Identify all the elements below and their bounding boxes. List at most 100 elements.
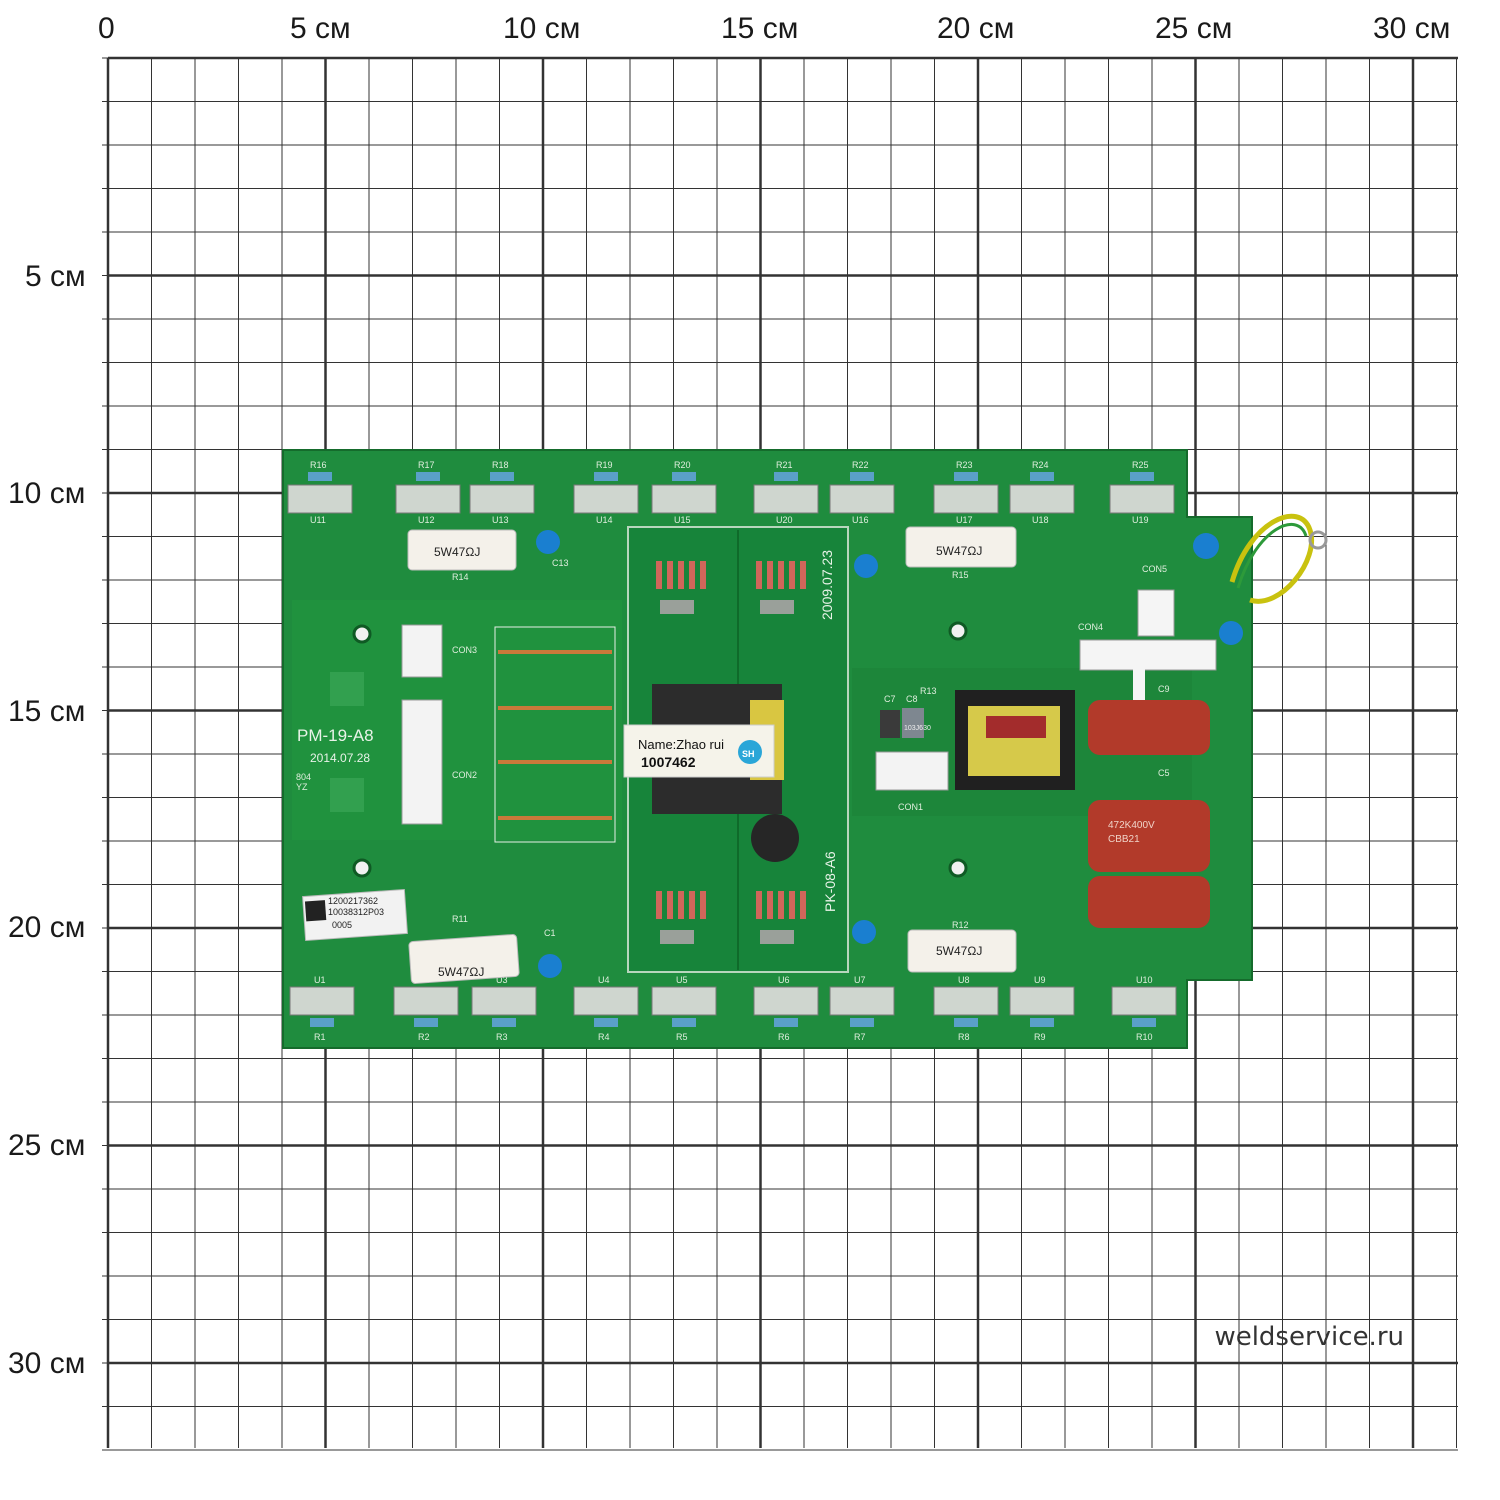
ceramic-capacitor [854, 554, 878, 578]
transistor-pad [829, 484, 895, 514]
resistor-r15-marking: 5W47ΩJ [936, 544, 982, 558]
transistor-pad [393, 986, 459, 1016]
ruler-left-20: 20 см [8, 911, 85, 944]
ruler-left-25: 25 см [8, 1129, 85, 1162]
mount-hole [948, 858, 968, 878]
connector-con5: CON5 [1133, 564, 1175, 706]
ruler-top-30: 30 см [1373, 12, 1450, 45]
top-unit-label: U17 [956, 515, 973, 525]
bottom-unit-label: U9 [1034, 975, 1046, 985]
transistor-pad [395, 484, 461, 514]
smd-resistor [672, 1018, 696, 1027]
label-c13: C13 [552, 558, 569, 568]
transistor-pad [933, 986, 999, 1016]
power-resistor-r11: R11 5W47ΩJ [408, 914, 520, 984]
smd-resistor [774, 1018, 798, 1027]
barcode-line-2: 10038312P03 [328, 907, 384, 917]
diode [689, 561, 695, 589]
diode [678, 561, 684, 589]
ruler-left-10: 10 см [8, 477, 85, 510]
label-c9: C9 [1158, 684, 1170, 694]
top-unit-label: U20 [776, 515, 793, 525]
ruler-top-20: 20 см [937, 12, 1014, 45]
ruler-top-0: 0 [98, 12, 115, 45]
ceramic-capacitor-c13: C13 [536, 530, 569, 568]
bottom-unit-label: U6 [778, 975, 790, 985]
top-unit-label: U12 [418, 515, 435, 525]
bottom-resistor-label: R5 [676, 1032, 688, 1042]
barcode-line-3: 0005 [332, 920, 352, 930]
bottom-resistor-label: R2 [418, 1032, 430, 1042]
bottom-unit-label: U4 [598, 975, 610, 985]
ruler-top-15: 15 см [721, 12, 798, 45]
label-c7: C7 [884, 694, 896, 704]
transistor-pad [651, 484, 717, 514]
smd-resistor [954, 1018, 978, 1027]
bottom-resistor-label: R6 [778, 1032, 790, 1042]
label-con3: CON3 [452, 645, 477, 655]
film-cap-marking: 472K400V [1108, 820, 1155, 831]
label-r14: R14 [452, 572, 469, 582]
power-resistor-r14: 5W47ΩJ R14 [407, 529, 517, 582]
bottom-resistor-label: R9 [1034, 1032, 1046, 1042]
diode [800, 561, 806, 589]
qr-code-icon [304, 900, 327, 922]
smd-resistor [414, 1018, 438, 1027]
left-ruler-labels: 5 см 10 см 15 см 20 см 25 см 30 см [8, 260, 86, 1380]
transistor-pad [1009, 484, 1075, 514]
smd-resistor [1030, 472, 1054, 481]
power-transformer [955, 690, 1075, 790]
transistor-pad [1111, 986, 1177, 1016]
ruler-left-15: 15 см [8, 695, 85, 728]
smd-resistor [492, 1018, 516, 1027]
transistor-pad [471, 986, 537, 1016]
mount-hole [352, 858, 372, 878]
smd-resistor [416, 472, 440, 481]
resistor-r14-marking: 5W47ΩJ [434, 545, 480, 559]
film-capacitor-c9: C9 [1088, 684, 1210, 755]
wire-jumpers [494, 626, 616, 843]
transistor-pad [1009, 986, 1075, 1016]
top-unit-label: U14 [596, 515, 613, 525]
transistor-pad [469, 484, 535, 514]
top-unit-label: U15 [674, 515, 691, 525]
label-c1: C1 [544, 928, 556, 938]
label-con4: CON4 [1078, 622, 1103, 632]
capacitor-c8-marking: 103J630 [904, 725, 931, 732]
top-resistor-label: R25 [1132, 460, 1149, 470]
film-capacitor-c5: C5 472K400V CBB21 [1088, 768, 1210, 872]
label-con1: CON1 [898, 802, 923, 812]
smd-resistor [310, 1018, 334, 1027]
bottom-resistor-label: R4 [598, 1032, 610, 1042]
diode [789, 891, 795, 919]
diode [700, 891, 706, 919]
top-resistor-label: R20 [674, 460, 691, 470]
top-resistor-label: R17 [418, 460, 435, 470]
diode [756, 561, 762, 589]
transistor-pad [573, 484, 639, 514]
resistor-r11-marking: 5W47ΩJ [438, 965, 484, 979]
diode [778, 561, 784, 589]
smd-resistor [850, 472, 874, 481]
bottom-resistor-label: R7 [854, 1032, 866, 1042]
diode [800, 891, 806, 919]
ruler-top-5: 5 см [290, 12, 351, 45]
connector-con1: CON1 [875, 751, 949, 812]
top-resistor-label: R22 [852, 460, 869, 470]
transistor-pad [933, 484, 999, 514]
label-c8: C8 [906, 694, 918, 704]
film-cap-brand: CBB21 [1108, 834, 1140, 845]
label-con2: CON2 [452, 770, 477, 780]
top-unit-label: U16 [852, 515, 869, 525]
ceramic-capacitor [852, 920, 876, 944]
ceramic-capacitor [1219, 621, 1243, 645]
diode [689, 891, 695, 919]
ruler-top-25: 25 см [1155, 12, 1232, 45]
mount-hole [352, 624, 372, 644]
transistor-pad [289, 986, 355, 1016]
ring-terminal-icon [1308, 530, 1328, 550]
sticker-logo-icon [738, 740, 762, 764]
ic-chip [760, 600, 794, 614]
bottom-component-row: U1R1U2R2U3R3U4R4U5R5U6R6U7R7U8R8U9R9U10R… [289, 975, 1177, 1042]
